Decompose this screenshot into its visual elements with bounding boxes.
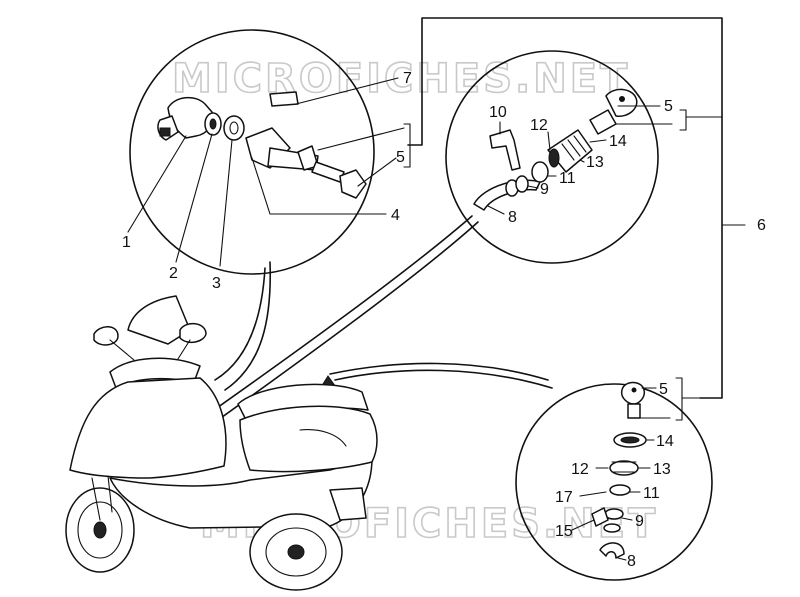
callout-13-glovebox: 13 <box>653 461 671 478</box>
callout-14-glovebox: 14 <box>656 433 674 450</box>
callout-15: 15 <box>555 523 573 540</box>
detail-circle-seat-lock <box>445 50 659 264</box>
callout-10: 10 <box>489 104 507 121</box>
callout-2: 2 <box>169 265 178 282</box>
ignition-switch-parts <box>157 91 367 199</box>
callout-9-seat: 9 <box>540 181 549 198</box>
callout-labels: 1 2 3 4 5 5 5 6 7 8 8 9 9 10 11 11 12 12… <box>122 70 766 570</box>
detail-circle-ignition <box>129 29 375 275</box>
callout-3: 3 <box>212 275 221 292</box>
scooter-illustration <box>65 295 378 591</box>
leader-lines <box>127 77 673 561</box>
callout-5-glovebox: 5 <box>659 381 668 398</box>
callout-7: 7 <box>403 70 412 87</box>
callout-5-ignition: 5 <box>396 149 405 166</box>
callout-12-seat: 12 <box>530 117 548 134</box>
callout-9-glovebox: 9 <box>635 513 644 530</box>
callout-8-seat: 8 <box>508 209 517 226</box>
detail-circle-glovebox-lock <box>515 383 713 581</box>
callout-11-seat: 11 <box>559 170 576 187</box>
callout-12-glovebox: 12 <box>571 461 589 478</box>
callout-13-seat: 13 <box>586 154 604 171</box>
callout-4: 4 <box>391 207 400 224</box>
seat-lock-parts <box>473 88 638 211</box>
callout-5-seat: 5 <box>664 98 673 115</box>
callout-6: 6 <box>757 217 766 234</box>
watermark-top: MICROFICHES.NET <box>172 56 630 102</box>
assembly-brackets <box>403 17 746 421</box>
callout-1: 1 <box>122 234 131 251</box>
callout-8-glovebox: 8 <box>627 553 636 570</box>
callout-14-seat: 14 <box>609 133 627 150</box>
callout-11-glovebox: 11 <box>643 485 660 502</box>
callout-17: 17 <box>555 489 573 506</box>
